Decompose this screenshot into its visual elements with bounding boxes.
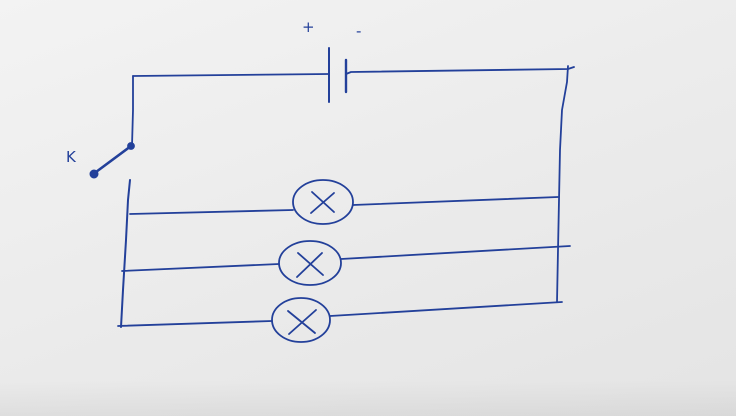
branch-2-left-wire <box>121 263 280 272</box>
branch-1-right-wire <box>352 196 559 206</box>
wire-left-top <box>131 75 134 147</box>
switch-label: K <box>66 148 76 166</box>
branch-2-right-wire <box>340 245 571 260</box>
wire-top-right <box>345 66 575 75</box>
lamp-3-cross <box>287 309 317 335</box>
branch-3-left-wire <box>117 320 273 327</box>
wire-top-left <box>132 73 330 77</box>
lamp-1 <box>292 179 354 225</box>
switch-blade <box>94 144 133 174</box>
switch-k <box>89 142 135 179</box>
wire-left-bus <box>120 179 131 328</box>
wire-right <box>556 65 569 303</box>
lamp-2 <box>278 240 342 286</box>
branch-3-right-wire <box>329 301 563 317</box>
branch-1-left-wire <box>129 209 294 215</box>
lamp-1-cross <box>310 191 335 214</box>
lamp-2-cross <box>296 252 324 278</box>
battery <box>328 47 348 103</box>
battery-negative-label: - <box>356 22 362 40</box>
battery-positive-label: + <box>302 18 315 36</box>
switch-contact <box>89 169 99 179</box>
lamp-3 <box>271 297 331 343</box>
paper-shadow <box>0 380 736 416</box>
